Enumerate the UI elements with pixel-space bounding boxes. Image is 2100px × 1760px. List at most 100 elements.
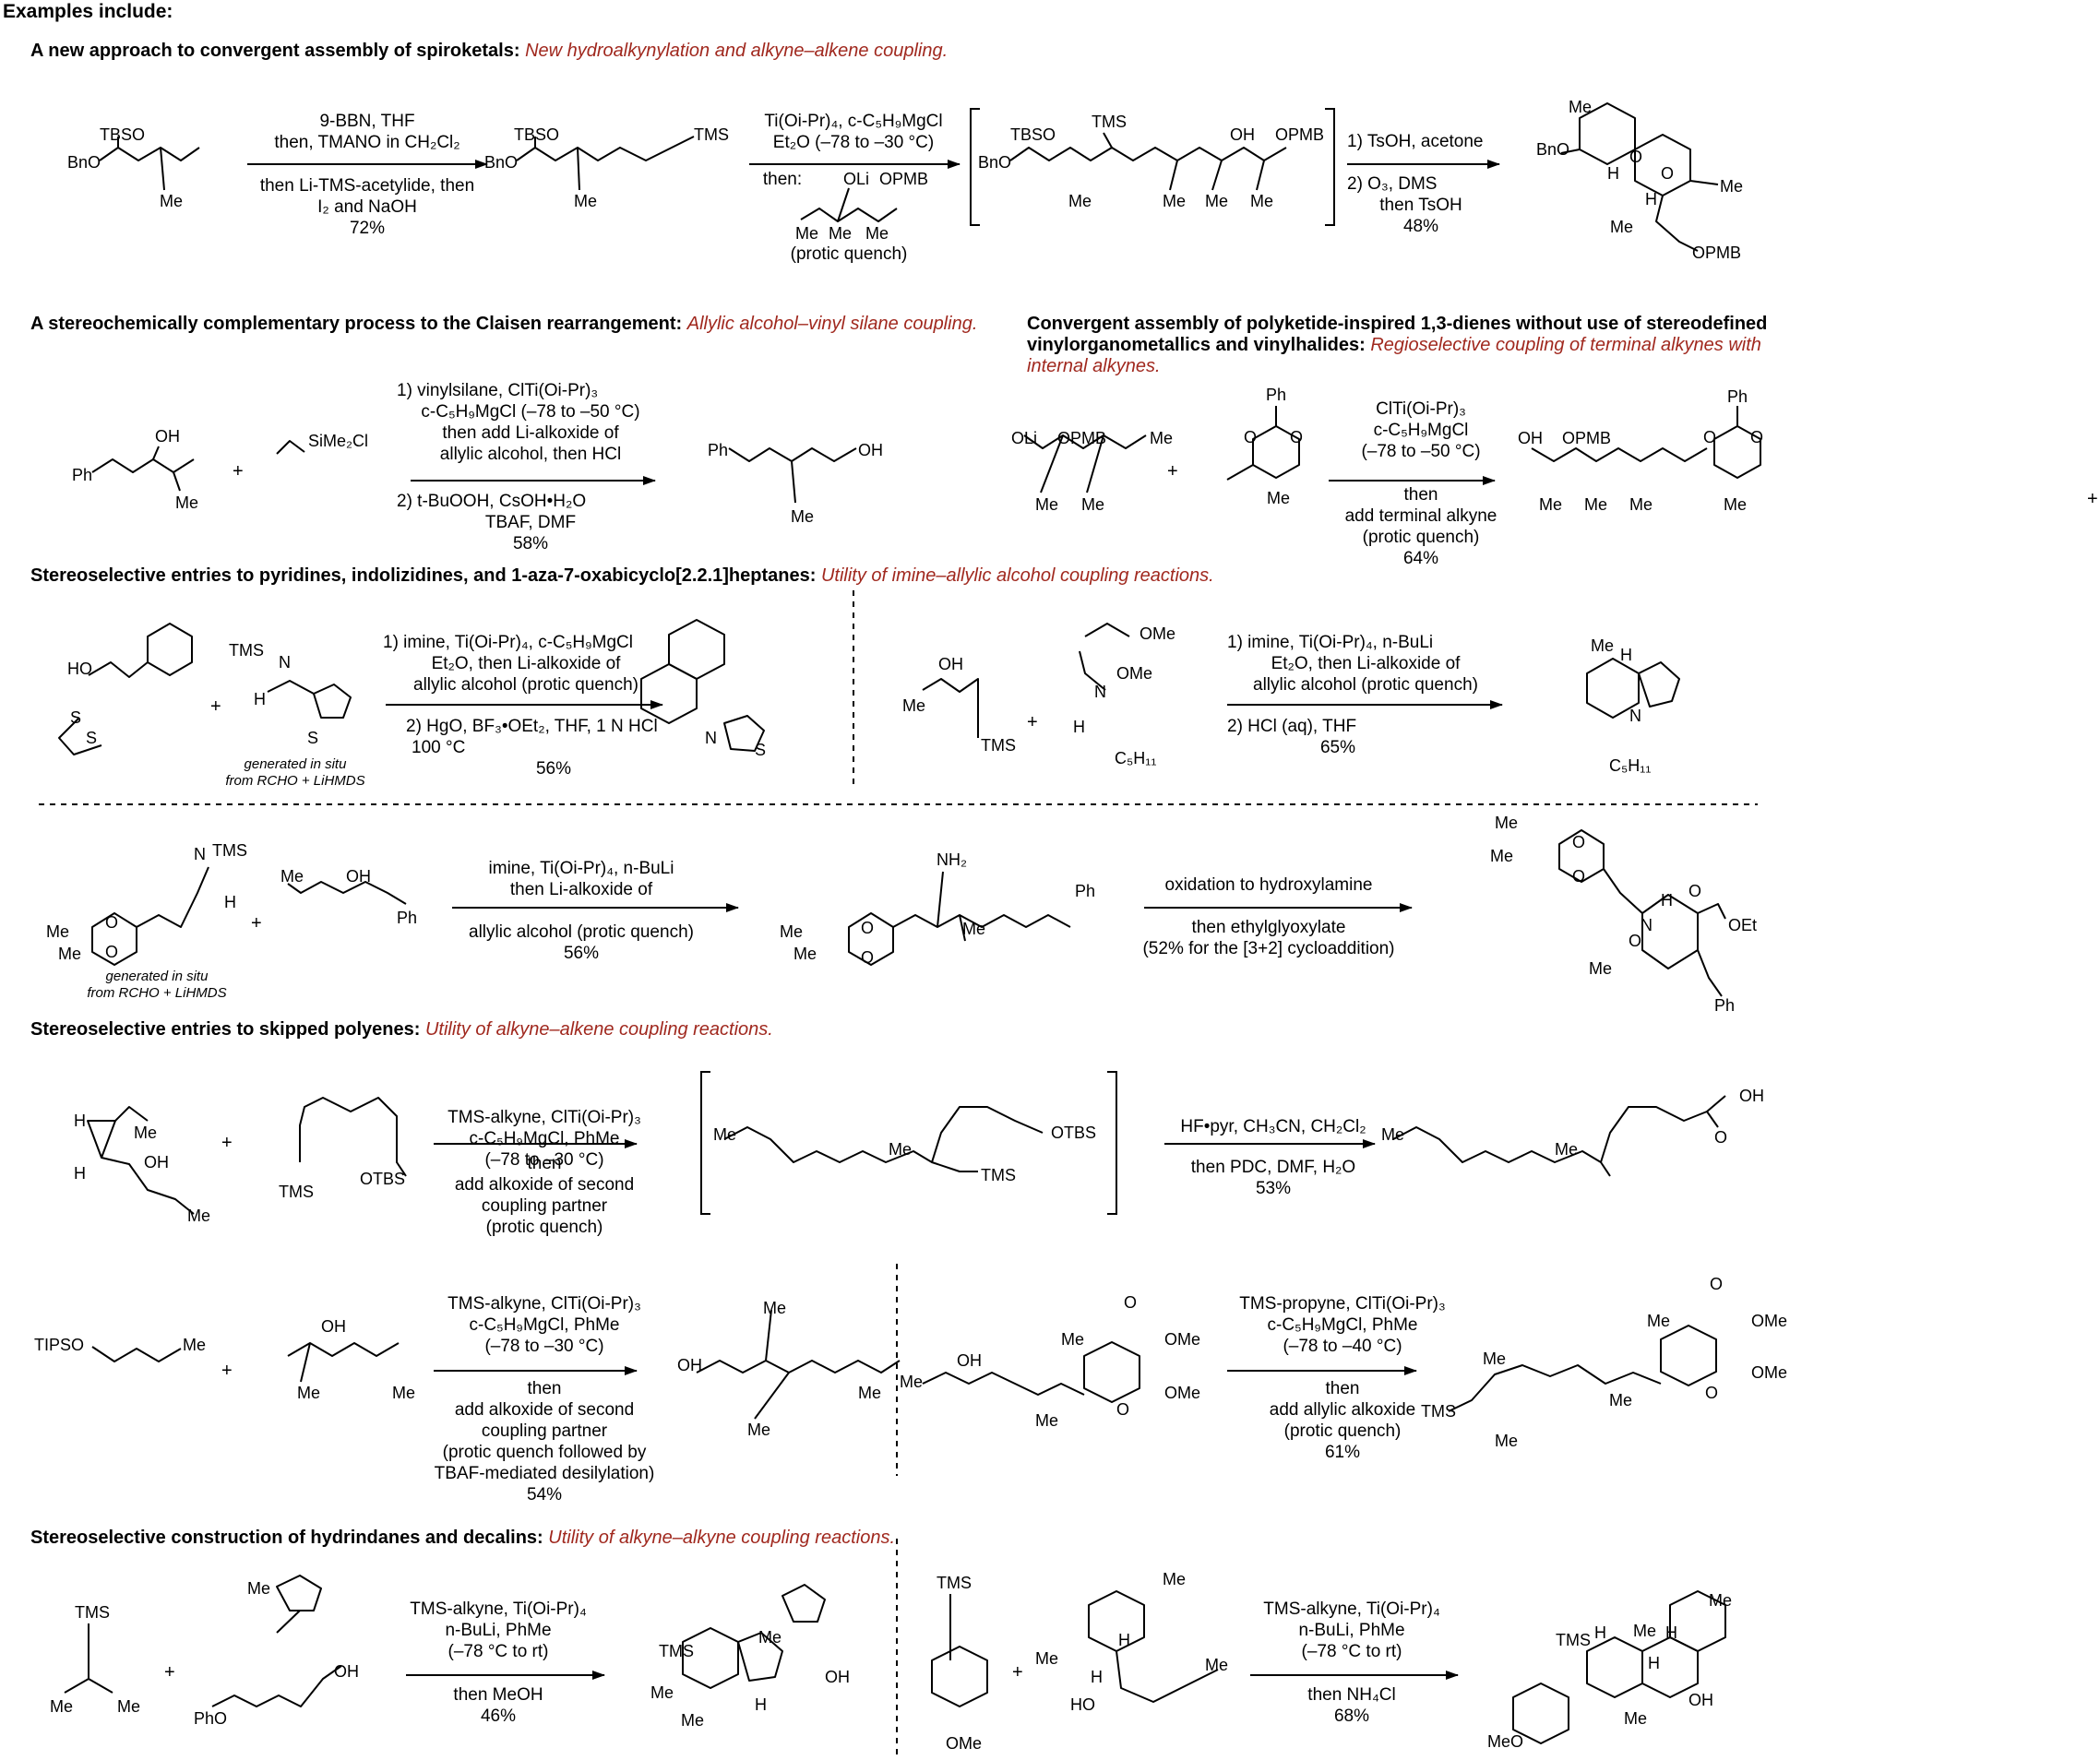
plus-sign: + (2087, 489, 2098, 509)
atom-label: OMe (1164, 1384, 1201, 1402)
plus-sign: + (233, 461, 244, 482)
section-title: Stereoselective construction of hydrinda… (30, 1528, 543, 1548)
condition-line: (protic quench) (485, 1218, 603, 1237)
atom-label: Me (1250, 192, 1274, 210)
atom-label: TMS (981, 1166, 1016, 1184)
section-heading-dienes: Convergent assembly of polyketide-inspir… (1027, 314, 1802, 377)
atom-label: Ph (1075, 882, 1096, 900)
atom-label: Me (791, 507, 815, 526)
atom-label: S (307, 729, 319, 747)
atom-label: OLi (1011, 429, 1038, 447)
reaction-1-conditions-above: 9-BBN, THF then, TMANO in CH₂Cl₂ (247, 111, 487, 153)
atom-label: OMe (1751, 1363, 1788, 1382)
atom-label: Ph (397, 909, 418, 927)
condition-line: then TsOH (1379, 196, 1462, 215)
atom-label: BnO (1536, 140, 1570, 159)
condition-line: then (1403, 485, 1438, 505)
atom-label: C₅H₁₁ (1609, 756, 1652, 775)
reaction-5-conditions-above: ClTi(Oi-Pr)₃ c-C₅H₉MgCl (–78 to –50 °C) (1319, 398, 1522, 462)
atom-label: Me (183, 1336, 207, 1354)
atom-label: OTBS (360, 1170, 406, 1188)
section-subtitle: New hydroalkynylation and alkyne–alkene … (525, 41, 949, 61)
atom-label: Me (117, 1697, 141, 1716)
atom-label: Me (46, 922, 70, 941)
atom-label: Me (1624, 1709, 1648, 1728)
condition-line: allylic alcohol (protic quench) (413, 675, 638, 695)
atom-label: O (861, 919, 875, 937)
atom-label: Me (247, 1579, 271, 1598)
atom-label: Me (1035, 1411, 1059, 1430)
atom-label: N (705, 729, 717, 747)
condition-line: 2) HCl (aq), THF (1227, 717, 1357, 736)
condition-line: then (1325, 1379, 1360, 1398)
reaction-9-conditions-above: oxidation to hydroxylamine (1135, 874, 1402, 896)
condition-line: (52% for the [3+2] cycloaddition) (1142, 939, 1395, 958)
atom-label: N (194, 845, 206, 863)
atom-label: OPMB (879, 170, 929, 188)
note-line: generated in situ (244, 756, 347, 772)
condition-line: then Li-alkoxide of (509, 880, 653, 899)
atom-label: OMe (946, 1734, 983, 1753)
bracket-left (700, 1071, 710, 1215)
plus-sign: + (164, 1662, 175, 1683)
condition-line: (protic quench) (790, 244, 908, 264)
atom-label: OH (957, 1351, 982, 1370)
atom-label: H (224, 893, 236, 911)
section-subtitle: Utility of imine–allylic alcohol couplin… (820, 565, 1214, 586)
atom-label: H (74, 1164, 86, 1183)
condition-line: then ethylglyoxylate (1191, 918, 1346, 937)
condition-line: TMS-alkyne, ClTi(Oi-Pr)₃ (447, 1108, 641, 1127)
section-subtitle: Allylic alcohol–vinyl silane coupling. (686, 314, 978, 334)
note-line: from RCHO + LiHMDS (225, 773, 365, 789)
condition-line: (–78 to –30 °C) (484, 1337, 604, 1356)
bracket-left (970, 108, 980, 226)
condition-line: TMS-alkyne, Ti(Oi-Pr)₄ (410, 1599, 587, 1619)
atom-label: H (1648, 1654, 1660, 1672)
atom-label: Me (1490, 847, 1514, 865)
condition-line: 100 °C (412, 738, 466, 757)
condition-line: imine, Ti(Oi-Pr)₄, n-BuLi (488, 859, 674, 878)
condition-line: add alkoxide of second (454, 1400, 635, 1420)
section-title: A stereochemically complementary process… (30, 314, 683, 334)
reaction-12-conditions-below: then add alkoxide of second coupling par… (406, 1378, 683, 1505)
atom-label: TMS (75, 1603, 110, 1622)
condition-line: 68% (1333, 1706, 1370, 1726)
atom-label: OH (321, 1317, 346, 1336)
atom-label: SiMe₂Cl (308, 432, 368, 450)
plus-sign: + (1167, 461, 1178, 482)
atom-label: H (1594, 1623, 1606, 1642)
section-heading-hydrindanes: Stereoselective construction of hydrinda… (30, 1528, 895, 1549)
reaction-5-conditions-below: then add terminal alkyne (protic quench)… (1319, 484, 1522, 569)
reaction-11-conditions-below: then PDC, DMF, H₂O 53% (1158, 1157, 1389, 1199)
condition-line: (–78 to –40 °C) (1283, 1337, 1402, 1356)
atom-label: TBSO (100, 125, 146, 144)
atom-label: TMS (937, 1574, 972, 1592)
section-subtitle: Regioselective coupling of terminal alky… (1027, 335, 1761, 376)
atom-label: BnO (484, 153, 519, 172)
atom-label: Me (134, 1124, 158, 1142)
condition-line: (protic quench followed by (442, 1443, 647, 1462)
condition-line: (–78 °C to rt) (447, 1642, 549, 1661)
atom-label: Me (160, 192, 184, 210)
atom-label: Me (747, 1421, 771, 1439)
atom-label: Me (1724, 495, 1748, 514)
atom-label: OPMB (1057, 429, 1107, 447)
atom-label: TMS (659, 1642, 694, 1660)
atom-label: TMS (279, 1183, 314, 1201)
reaction-10-conditions-below: then add alkoxide of second coupling par… (420, 1153, 669, 1238)
condition-line: 2) t-BuOOH, CsOH•H₂O (397, 492, 587, 511)
reaction-4-conditions-above: 1) vinylsilane, ClTi(Oi-Pr)₃ c-C₅H₉MgCl … (397, 380, 664, 465)
condition-line: 61% (1324, 1443, 1361, 1462)
atom-label: OH (144, 1153, 169, 1171)
atom-label: O (1629, 148, 1643, 166)
condition-line: then NH₄Cl (1307, 1685, 1396, 1705)
condition-line: 56% (535, 759, 572, 779)
atom-label: Me (1591, 636, 1615, 655)
atom-label: Me (1483, 1350, 1507, 1368)
reaction-14-conditions-above: TMS-alkyne, Ti(Oi-Pr)₄ n-BuLi, PhMe (–78… (392, 1599, 604, 1662)
condition-line: add allylic alkoxide (1269, 1400, 1416, 1420)
atom-label: Me (280, 867, 304, 886)
atom-label: H (254, 690, 266, 708)
condition-line: add alkoxide of second (454, 1175, 635, 1195)
atom-label: Me (1610, 218, 1634, 236)
